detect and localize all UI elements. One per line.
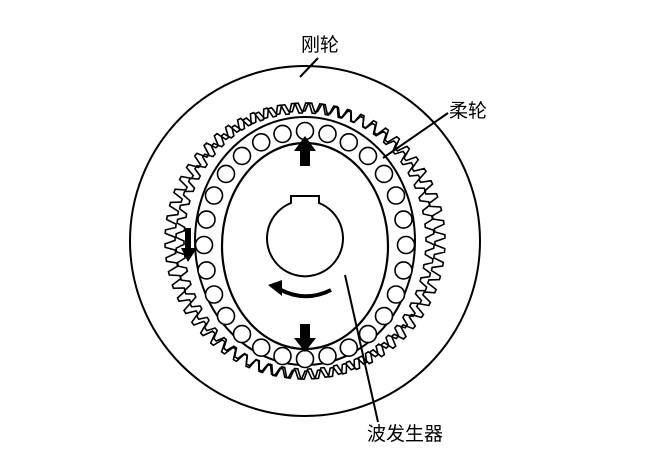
bearing-ball [295, 349, 315, 369]
bearing-ball [358, 146, 378, 166]
bearing-ball [216, 164, 236, 184]
wave-generator-label: 波发生器 [367, 423, 444, 445]
bearing-ball [204, 285, 224, 304]
rotation-arrow-head-icon [268, 280, 282, 296]
bearing-ball [197, 210, 216, 229]
flex-wheel-leader [382, 112, 449, 159]
down-arrow-icon [294, 324, 316, 352]
bearing-ball [251, 133, 271, 152]
shaft-hole-with-keyway [266, 195, 344, 278]
rotation-arc-arrow [278, 287, 332, 299]
bearing-ball [339, 338, 359, 358]
rigid-wheel-outer-circle [129, 65, 481, 417]
bearing-ball [318, 124, 337, 144]
bearing-ball [386, 186, 406, 205]
bearing-ball [394, 210, 413, 229]
wave-generator-leader [344, 274, 379, 423]
bearing-ball [273, 346, 292, 366]
bearing-balls [194, 121, 416, 369]
bearing-ball [374, 306, 394, 326]
bearing-ball [374, 164, 394, 184]
left-rotation-arrow-icon [181, 228, 197, 262]
bearing-ball [358, 324, 378, 344]
bearing-ball [273, 124, 292, 144]
rigid-wheel-label: 刚轮 [301, 34, 340, 56]
bearing-ball [232, 324, 252, 344]
bearing-ball [251, 338, 271, 358]
bearing-ball [386, 285, 406, 304]
bearing-ball [204, 186, 224, 205]
flex-wheel-teeth [175, 102, 435, 380]
bearing-ball [318, 346, 337, 366]
flex-wheel-label: 柔轮 [449, 100, 488, 122]
bearing-ball [197, 261, 216, 280]
rigid-wheel-leader [299, 57, 319, 78]
bearing-ball [396, 235, 416, 255]
up-arrow-icon [294, 136, 316, 166]
bearing-ball [339, 133, 359, 152]
bearing-ball [232, 146, 252, 166]
bearing-ball [194, 235, 214, 255]
bearing-ball [216, 306, 236, 326]
bearing-ball [394, 261, 413, 280]
